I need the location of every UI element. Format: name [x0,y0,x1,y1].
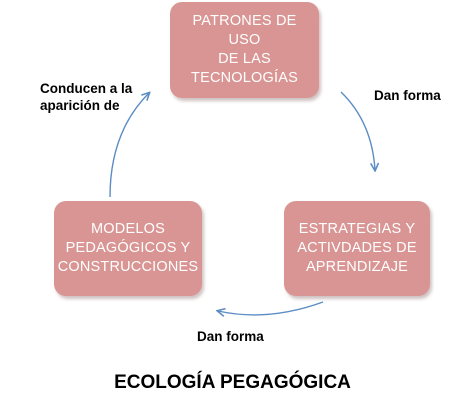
node-right-line-2: ACTIVDADES DE [297,240,417,256]
diagram-title: ECOLOGÍA PEGAGÓGICA [114,372,351,393]
edge-label-conducen-line-1: Conducen a la [40,81,133,96]
arrow-top-to-right [340,91,375,170]
edge-label-dan-forma-bottom: Dan forma [197,329,264,344]
node-modelos-pedagogicos: MODELOS PEDAGÓGICOS Y CONSTRUCCIONES [54,201,202,296]
node-estrategias-y-actividades: ESTRATEGIAS Y ACTIVDADES DE APRENDIZAJE [284,201,430,296]
node-left-line-2: PEDAGÓGICOS Y [65,240,191,256]
edge-label-conducen: Conducen a la aparición de [40,80,132,114]
node-left-line-3: CONSTRUCCIONES [57,259,199,275]
arrow-right-to-left [218,301,324,315]
node-left-line-1: MODELOS [91,221,165,237]
arrow-left-to-top [109,93,149,198]
node-right-line-3: APRENDIZAJE [305,259,409,275]
node-top-line-3: TECNOLOGÍAS [191,70,298,86]
edge-label-dan-forma-right: Dan forma [374,88,441,103]
edge-label-conducen-line-2: aparición de [40,98,120,113]
node-top-line-2: DE LAS [218,51,271,67]
node-patrones-de-uso: PATRONES DE USO DE LAS TECNOLOGÍAS [170,2,319,98]
node-top-line-1: PATRONES DE USO [192,13,297,48]
node-right-line-1: ESTRATEGIAS Y [298,221,416,237]
